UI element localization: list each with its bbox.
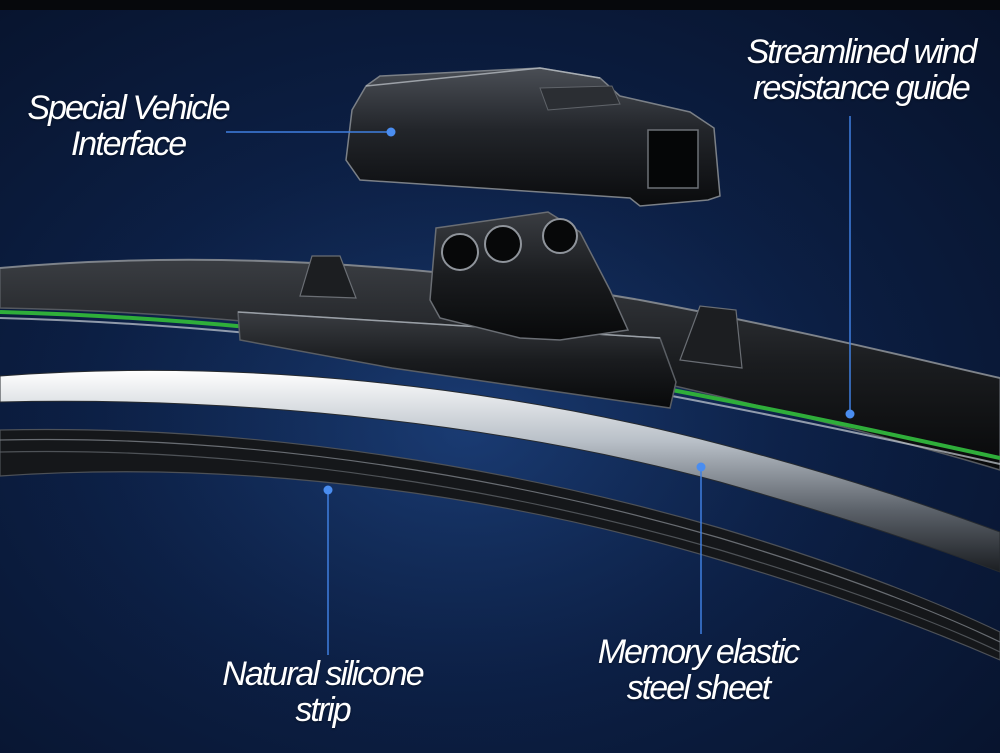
strip-groove-1 xyxy=(0,438,1000,643)
callout-line: Special Vehicle xyxy=(27,89,230,127)
steel-sheet xyxy=(0,369,1000,573)
callout-natural-silicone-strip: Natural silicone strip xyxy=(205,656,440,728)
dot-icon xyxy=(845,409,855,419)
mount-hole-2 xyxy=(484,225,522,263)
cap-ridge xyxy=(539,85,621,111)
callout-line: Natural silicone xyxy=(222,655,424,693)
callout-line: strip xyxy=(295,691,351,729)
cap-highlight xyxy=(365,67,601,87)
callout-line: Interface xyxy=(70,125,187,163)
callout-line: Memory elastic xyxy=(597,633,801,671)
callout-wind-resistance-guide: Streamlined wind resistance guide xyxy=(730,34,992,106)
callout-memory-elastic-steel-sheet: Memory elastic steel sheet xyxy=(582,634,814,706)
dot-icon xyxy=(386,127,396,137)
callout-line: steel sheet xyxy=(626,669,771,707)
callout-line: Streamlined wind xyxy=(746,33,978,71)
dot-icon xyxy=(696,462,706,472)
top-border xyxy=(0,0,1000,10)
cap-socket xyxy=(647,129,699,189)
frame-end-cap-left xyxy=(299,255,357,299)
strip-groove-2 xyxy=(0,450,1000,653)
mount-hole-3 xyxy=(542,218,578,254)
dot-icon xyxy=(323,485,333,495)
callout-special-vehicle-interface: Special Vehicle Interface xyxy=(18,90,238,162)
mount-hole-1 xyxy=(441,233,479,271)
callout-line: resistance guide xyxy=(753,69,971,107)
frame-end-cap-right xyxy=(679,305,743,369)
